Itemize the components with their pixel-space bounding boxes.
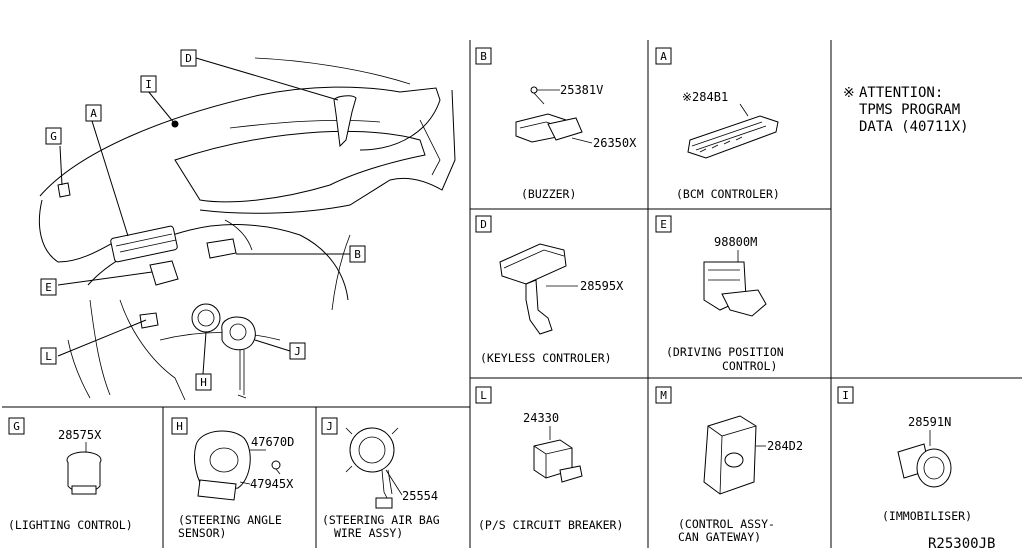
overview-label-B: B [349, 245, 366, 263]
overview-label-J: J [289, 342, 306, 360]
svg-text:47670D: 47670D [251, 435, 294, 449]
svg-text:E: E [660, 218, 667, 231]
overview-label-G: G [45, 127, 62, 145]
svg-text:(BUZZER): (BUZZER) [521, 187, 576, 201]
svg-text:(CONTROL ASSY-: (CONTROL ASSY- [678, 517, 775, 531]
svg-text:G: G [13, 420, 20, 433]
svg-text:(DRIVING POSITION: (DRIVING POSITION [666, 345, 784, 359]
svg-text:WIRE ASSY): WIRE ASSY) [334, 526, 403, 540]
svg-text:(STEERING AIR BAG: (STEERING AIR BAG [322, 513, 440, 527]
svg-text:(STEERING ANGLE: (STEERING ANGLE [178, 513, 282, 527]
svg-text:B: B [480, 50, 487, 63]
svg-text:CAN GATEWAY): CAN GATEWAY) [678, 530, 761, 544]
overview-label-E: E [40, 278, 57, 296]
panel-i-immobiliser: I 28591N (IMMOBILISER) [837, 386, 972, 523]
panel-l-ps-circuit-breaker: L 24330 (P/S CIRCUIT BREAKER) [475, 386, 623, 532]
svg-text:CONTROL): CONTROL) [722, 359, 777, 373]
panel-a-bcm: A ※284B1 (BCM CONTROLER) [655, 47, 780, 201]
svg-text:28595X: 28595X [580, 279, 624, 293]
svg-text:B: B [354, 248, 361, 261]
svg-text:※284B1: ※284B1 [682, 90, 728, 104]
panel-e-driving-position: E 98800M (DRIVING POSITION CONTROL) [655, 215, 784, 373]
panel-j-airbag-wire: J 25554 (STEERING AIR BAG WIRE ASSY) [321, 417, 440, 540]
svg-text:J: J [326, 420, 333, 433]
svg-text:J: J [294, 345, 301, 358]
svg-text:47945X: 47945X [250, 477, 294, 491]
overview-label-L: L [40, 347, 57, 365]
svg-text:※: ※ [843, 85, 855, 101]
overview-leaders [57, 57, 350, 375]
svg-text:L: L [45, 350, 52, 363]
svg-text:ATTENTION:: ATTENTION: [859, 85, 943, 101]
svg-text:TPMS PROGRAM: TPMS PROGRAM [859, 102, 960, 118]
dashboard-overview [38, 57, 456, 401]
svg-text:I: I [145, 78, 152, 91]
svg-text:25381V: 25381V [560, 83, 603, 97]
svg-text:25554: 25554 [402, 489, 438, 503]
svg-text:(IMMOBILISER): (IMMOBILISER) [882, 509, 972, 523]
svg-text:I: I [842, 389, 849, 402]
diagram-code: R25300JB [928, 536, 995, 552]
panel-grid [2, 40, 1022, 548]
svg-text:H: H [176, 420, 183, 433]
svg-text:26350X: 26350X [593, 136, 637, 150]
overview-label-D: D [180, 49, 197, 67]
svg-text:24330: 24330 [523, 411, 559, 425]
svg-text:M: M [660, 389, 667, 402]
svg-text:98800M: 98800M [714, 235, 757, 249]
attention-note: ※ ATTENTION: TPMS PROGRAM DATA (40711X) [843, 85, 969, 135]
svg-text:28575X: 28575X [58, 428, 102, 442]
svg-text:(LIGHTING CONTROL): (LIGHTING CONTROL) [8, 518, 133, 532]
svg-text:E: E [45, 281, 52, 294]
svg-text:284D2: 284D2 [767, 439, 803, 453]
overview-label-I: I [140, 75, 157, 93]
svg-text:H: H [200, 376, 207, 389]
panel-m-can-gateway: M 284D2 (CONTROL ASSY- CAN GATEWAY) [655, 386, 803, 544]
svg-text:A: A [660, 50, 667, 63]
overview-label-H: H [195, 373, 212, 391]
panel-g-lighting: G 28575X (LIGHTING CONTROL) [8, 417, 133, 532]
svg-text:A: A [90, 107, 97, 120]
panel-d-keyless: D 28595X (KEYLESS CONTROLER) [475, 215, 624, 365]
svg-text:L: L [480, 389, 487, 402]
svg-text:28591N: 28591N [908, 415, 951, 429]
svg-text:SENSOR): SENSOR) [178, 526, 226, 540]
panel-b-buzzer: B 25381V 26350X (BUZZER) [475, 47, 637, 201]
svg-text:D: D [480, 218, 487, 231]
panel-h-steering-angle-sensor: H 47670D 47945X (STEERING ANGLE SENSOR) [171, 417, 294, 540]
svg-text:DATA (40711X): DATA (40711X) [859, 119, 969, 135]
overview-label-A: A [85, 104, 102, 122]
svg-text:(P/S CIRCUIT BREAKER): (P/S CIRCUIT BREAKER) [478, 518, 623, 532]
svg-text:G: G [50, 130, 57, 143]
svg-text:(BCM CONTROLER): (BCM CONTROLER) [676, 187, 780, 201]
svg-text:D: D [185, 52, 192, 65]
svg-text:(KEYLESS CONTROLER): (KEYLESS CONTROLER) [480, 351, 612, 365]
